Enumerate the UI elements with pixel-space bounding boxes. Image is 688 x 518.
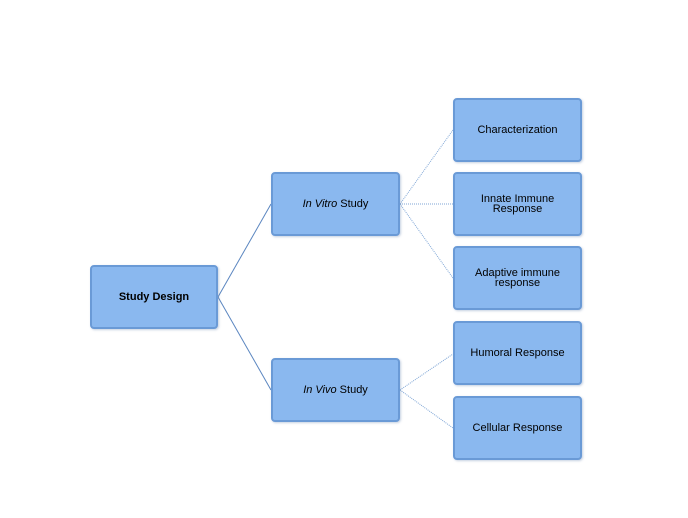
adaptive-immune-response-node: Adaptive immune response — [453, 246, 582, 310]
adaptive-immune-response-label: Adaptive immune response — [475, 267, 560, 289]
in-vitro-italic: In Vitro — [302, 198, 338, 210]
cellular-response-node: Cellular Response — [453, 396, 582, 460]
connector-invivo-cellular — [399, 389, 454, 429]
study-design-node: Study Design — [90, 265, 218, 329]
in-vitro-study-node: In Vitro Study — [271, 172, 400, 236]
innate-immune-response-node: Innate Immune Response — [453, 172, 582, 236]
in-vivo-study-node: In Vivo Study — [271, 358, 400, 422]
characterization-node: Characterization — [453, 98, 582, 162]
connector-invitro-adaptive — [399, 203, 454, 279]
humoral-response-label: Humoral Response — [470, 347, 565, 359]
study-design-label: Study Design — [118, 291, 190, 303]
characterization-label: Characterization — [477, 124, 558, 136]
in-vitro-study-label: In Vitro Study — [297, 198, 375, 210]
connector-root-invivo — [217, 296, 272, 391]
connector-invitro-characterization — [399, 129, 454, 205]
in-vivo-italic: In Vivo — [303, 384, 337, 396]
cellular-response-label: Cellular Response — [472, 422, 563, 434]
connector-invivo-humoral — [399, 353, 454, 391]
in-vivo-study-label: In Vivo Study — [297, 384, 374, 396]
connector-root-invitro — [217, 203, 272, 298]
innate-immune-response-label: Innate Immune Response — [480, 193, 555, 215]
in-vitro-suffix: Study — [337, 198, 369, 210]
in-vivo-suffix: Study — [336, 384, 368, 396]
humoral-response-node: Humoral Response — [453, 321, 582, 385]
